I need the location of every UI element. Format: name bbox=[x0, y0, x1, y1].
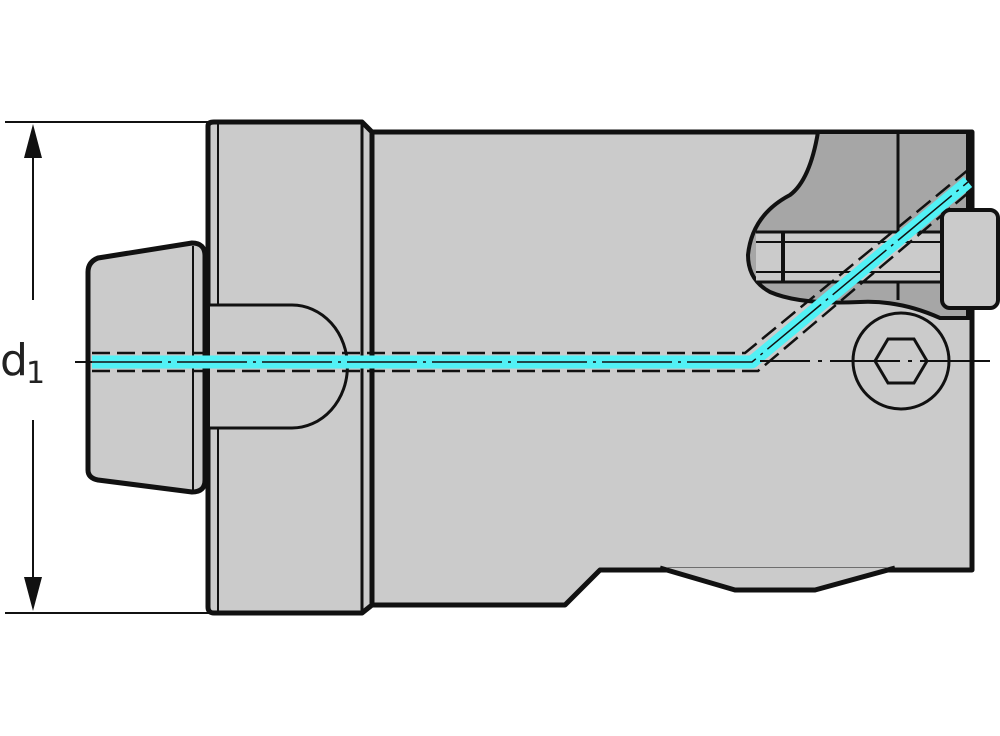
dimension-line-d1 bbox=[24, 124, 42, 611]
arrow-down-icon bbox=[24, 577, 42, 611]
dimension-subscript: 1 bbox=[26, 356, 45, 391]
arrow-up-icon bbox=[24, 124, 42, 158]
screw-head bbox=[940, 208, 1000, 310]
hex-screw bbox=[850, 311, 990, 411]
dimension-label: d bbox=[0, 335, 28, 386]
bottom-bump bbox=[659, 565, 896, 593]
coolant-channel bbox=[92, 169, 973, 373]
